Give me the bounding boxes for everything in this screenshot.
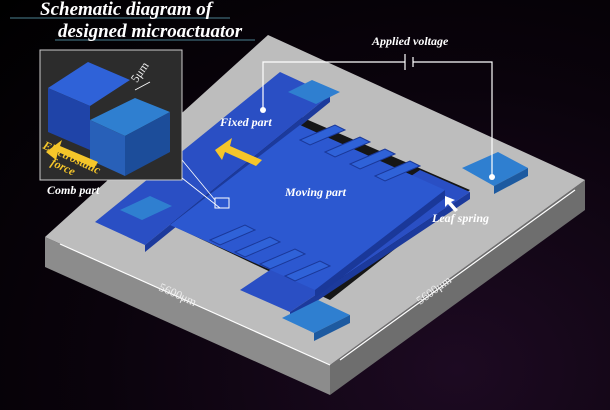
leaf-spring-pointer-icon	[445, 196, 458, 212]
voltage-circuit	[262, 54, 493, 177]
moving-part	[170, 125, 445, 298]
comb-part-label: Comb part	[47, 183, 100, 197]
leader-line	[181, 159, 216, 201]
force-arrow-icon	[215, 138, 262, 166]
leaf-spring-label: Leaf spring	[431, 211, 489, 225]
leader-line	[181, 177, 221, 209]
applied-voltage-label: Applied voltage	[371, 34, 449, 48]
zoom-region-marker	[214, 197, 230, 209]
comb-inset	[39, 49, 183, 181]
inset-force-arrow-icon	[46, 140, 98, 168]
moving-part-label: Moving part	[284, 185, 347, 199]
electrode-pads	[120, 80, 528, 341]
pad-marker	[489, 174, 495, 180]
title-line-1: Schematic diagram of	[40, 0, 214, 20]
fixed-part-marker	[260, 107, 266, 113]
title-line-2: designed microactuator	[58, 21, 243, 42]
comb-fingers	[208, 124, 422, 282]
fixed-part-label: Fixed part	[219, 115, 272, 129]
